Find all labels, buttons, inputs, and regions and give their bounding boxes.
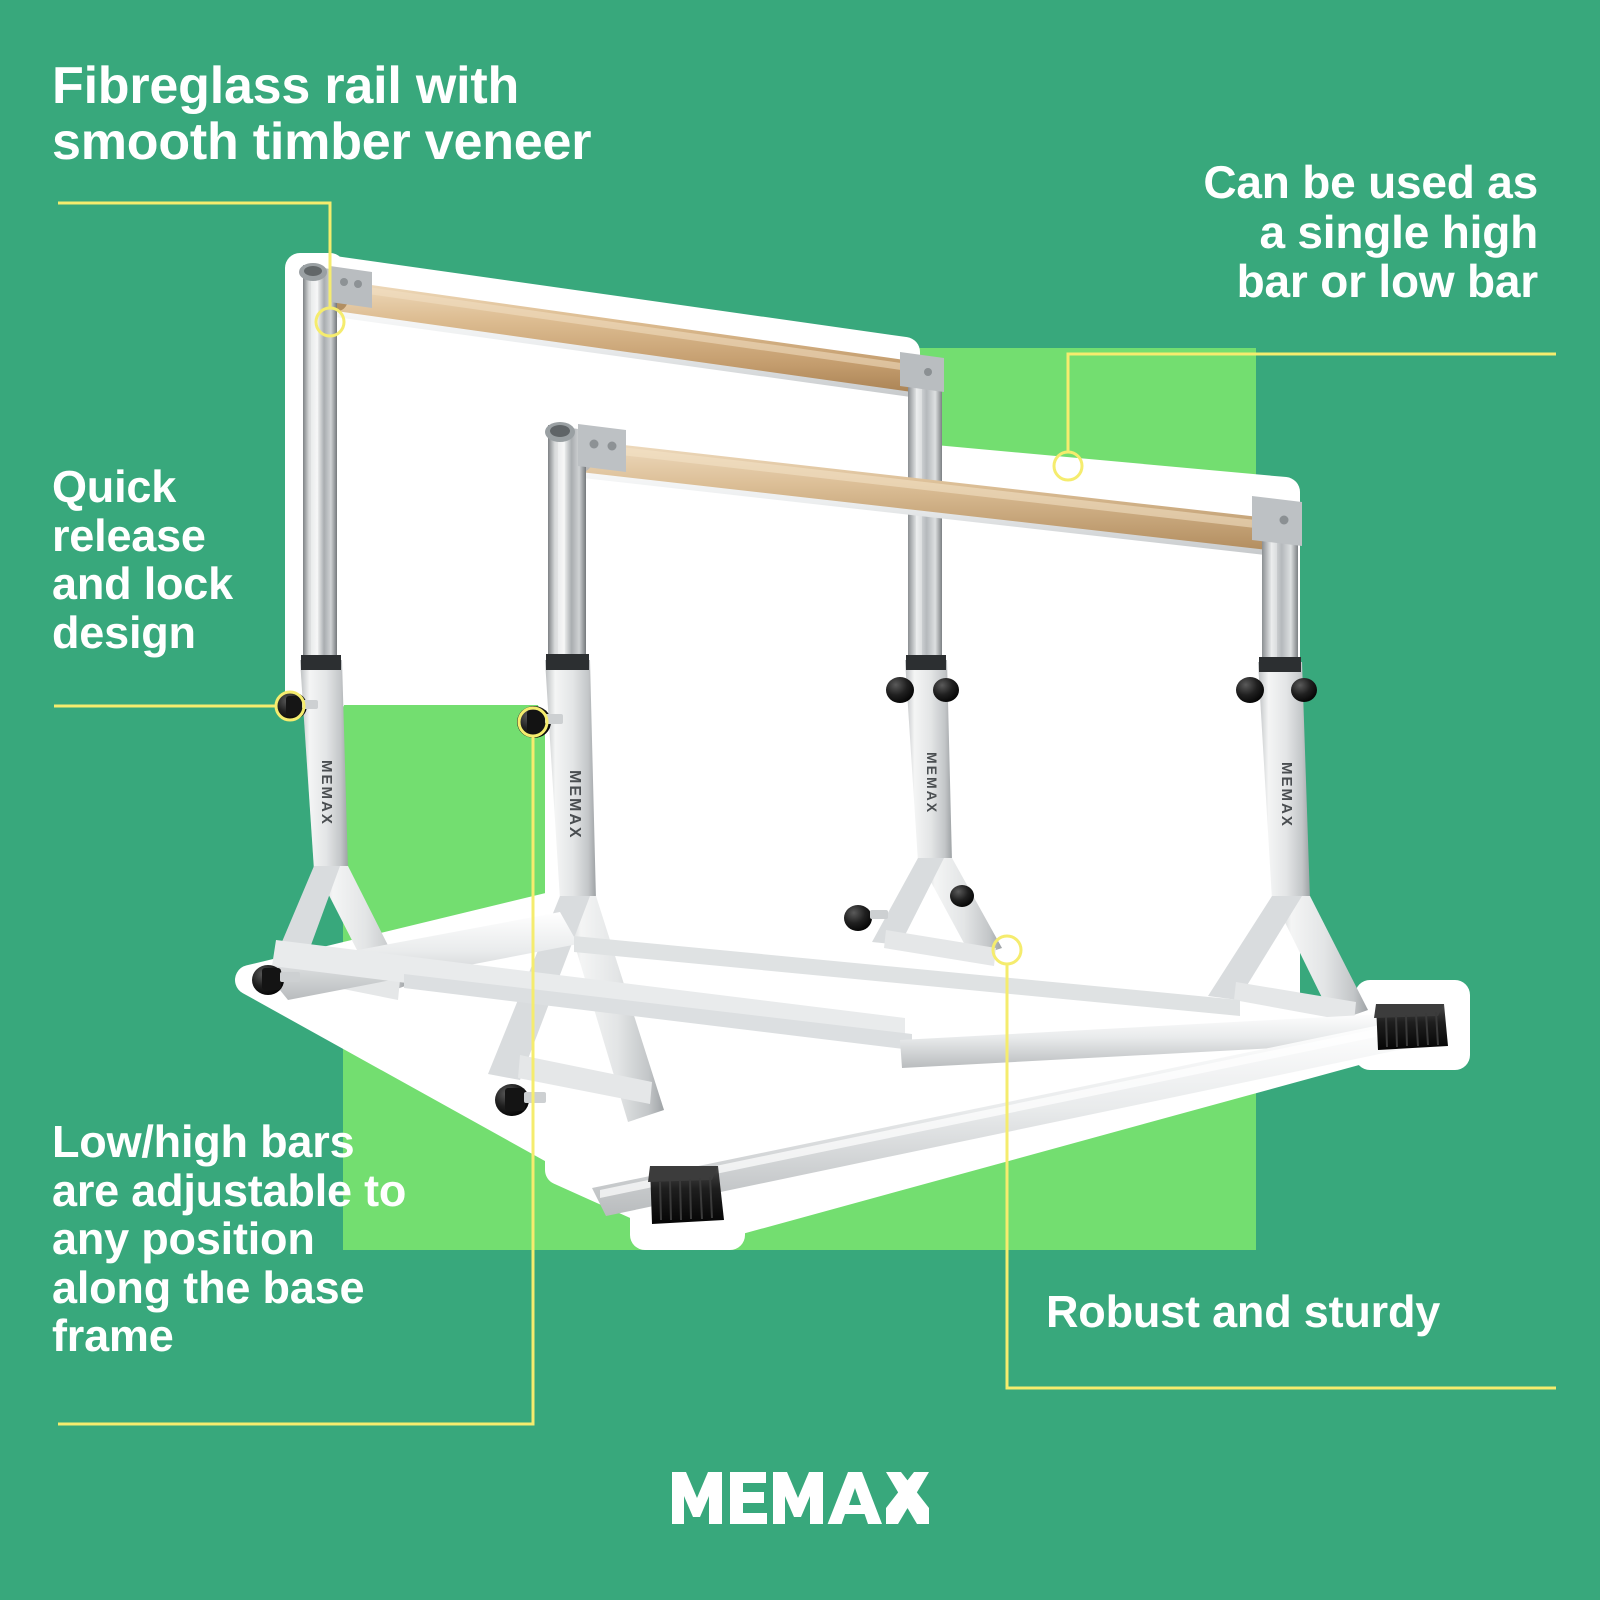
- quick-release-knob: [886, 677, 959, 703]
- callout-quick-release: Quick release and lock design: [52, 461, 233, 658]
- post-brand-label: MEMAX: [924, 752, 940, 814]
- quick-release-knob: [1236, 677, 1317, 703]
- callout-adjustable-bars: Low/high bars are adjustable to any posi…: [52, 1116, 407, 1362]
- callout-robust-sturdy: Robust and sturdy: [1046, 1286, 1441, 1337]
- post-brand-label: MEMAX: [318, 760, 335, 826]
- rubber-foot: [648, 1166, 724, 1224]
- base-slide-knob: [950, 885, 974, 907]
- post-brand-label: MEMAX: [1278, 762, 1295, 828]
- base-slide-knob: [844, 905, 888, 931]
- memax-wordmark: [672, 1472, 929, 1524]
- rubber-foot: [1374, 1004, 1448, 1050]
- callout-single-high-bar: Can be used as a single high bar or low …: [1203, 156, 1538, 308]
- post-brand-label: MEMAX: [566, 770, 583, 840]
- callout-fibreglass-rail: Fibreglass rail with smooth timber venee…: [52, 57, 592, 172]
- brand-logo: [0, 1468, 1600, 1532]
